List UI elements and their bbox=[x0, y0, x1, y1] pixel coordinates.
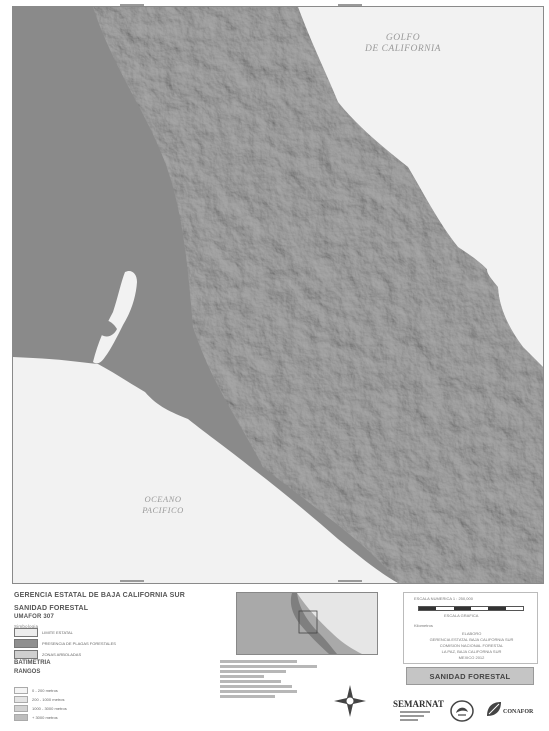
credits-line: GERENCIA ESTATAL BAJA CALIFORNIA SUR bbox=[429, 637, 514, 642]
legend-swatch bbox=[14, 627, 38, 637]
legend-swatch bbox=[14, 638, 38, 648]
lagoon bbox=[93, 271, 137, 364]
scale-units: Kilometros bbox=[414, 623, 433, 628]
frame-tick bbox=[338, 580, 362, 582]
credits-line: COMISION NACIONAL FORESTAL bbox=[439, 643, 504, 648]
credits-line: MEXICO 2012 bbox=[458, 655, 485, 660]
terrain-map bbox=[13, 7, 543, 583]
map-title: SANIDAD FORESTAL bbox=[429, 671, 511, 681]
frame-tick bbox=[120, 4, 144, 6]
legend-item: PRESENCIA DE PLAGAS FORESTALES bbox=[14, 638, 116, 648]
credits-heading: ELABORO bbox=[462, 631, 482, 636]
map-title-block: SANIDAD FORESTAL bbox=[406, 667, 534, 685]
ranges-heading: RANGOS bbox=[14, 669, 41, 675]
range-item: + 3000 metros bbox=[14, 712, 58, 722]
semarnat-logo: SEMARNAT bbox=[393, 699, 444, 709]
map-frame: GOLFO DE CALIFORNIA OCEANO PACIFICO bbox=[12, 6, 544, 584]
ocean-label: OCEANO PACIFICO bbox=[142, 494, 184, 515]
scale-numeric: ESCALA NUMERICA 1 : 250,000 bbox=[414, 596, 473, 601]
conafor-logo: CONAFOR bbox=[503, 709, 534, 715]
gulf-label: GOLFO DE CALIFORNIA bbox=[365, 33, 441, 54]
frame-tick bbox=[338, 4, 362, 6]
bathymetry-heading: BATIMETRIA bbox=[14, 660, 51, 666]
mexico-seal-icon bbox=[450, 700, 474, 722]
conafor-leaf-icon bbox=[487, 702, 501, 716]
credits-line: LA PAZ, BAJA CALIFORNIA SUR bbox=[441, 649, 502, 654]
legend-heading: GERENCIA ESTATAL DE BAJA CALIFORNIA SUR … bbox=[14, 592, 186, 629]
scale-bar bbox=[418, 606, 524, 611]
legend-item: LIMITE ESTATAL bbox=[14, 627, 73, 637]
range-item: 200 - 1000 metros bbox=[14, 694, 64, 704]
frame-tick bbox=[120, 580, 144, 582]
range-item: 0 - 200 metros bbox=[14, 685, 58, 695]
north-arrow-icon bbox=[334, 685, 366, 717]
locator-map bbox=[236, 592, 378, 655]
bay bbox=[487, 265, 528, 304]
scale-graphic-label: ESCALA GRAFICA bbox=[444, 613, 479, 618]
map-info-block bbox=[220, 660, 330, 700]
scale-box: ESCALA NUMERICA 1 : 250,000 ESCALA GRAFI… bbox=[403, 592, 538, 664]
range-item: 1000 - 3000 metros bbox=[14, 703, 67, 713]
legend-item: ZONAS ARBOLADAS bbox=[14, 649, 81, 659]
semarnat-logo-lines bbox=[400, 711, 430, 721]
legend-swatch bbox=[14, 649, 38, 659]
